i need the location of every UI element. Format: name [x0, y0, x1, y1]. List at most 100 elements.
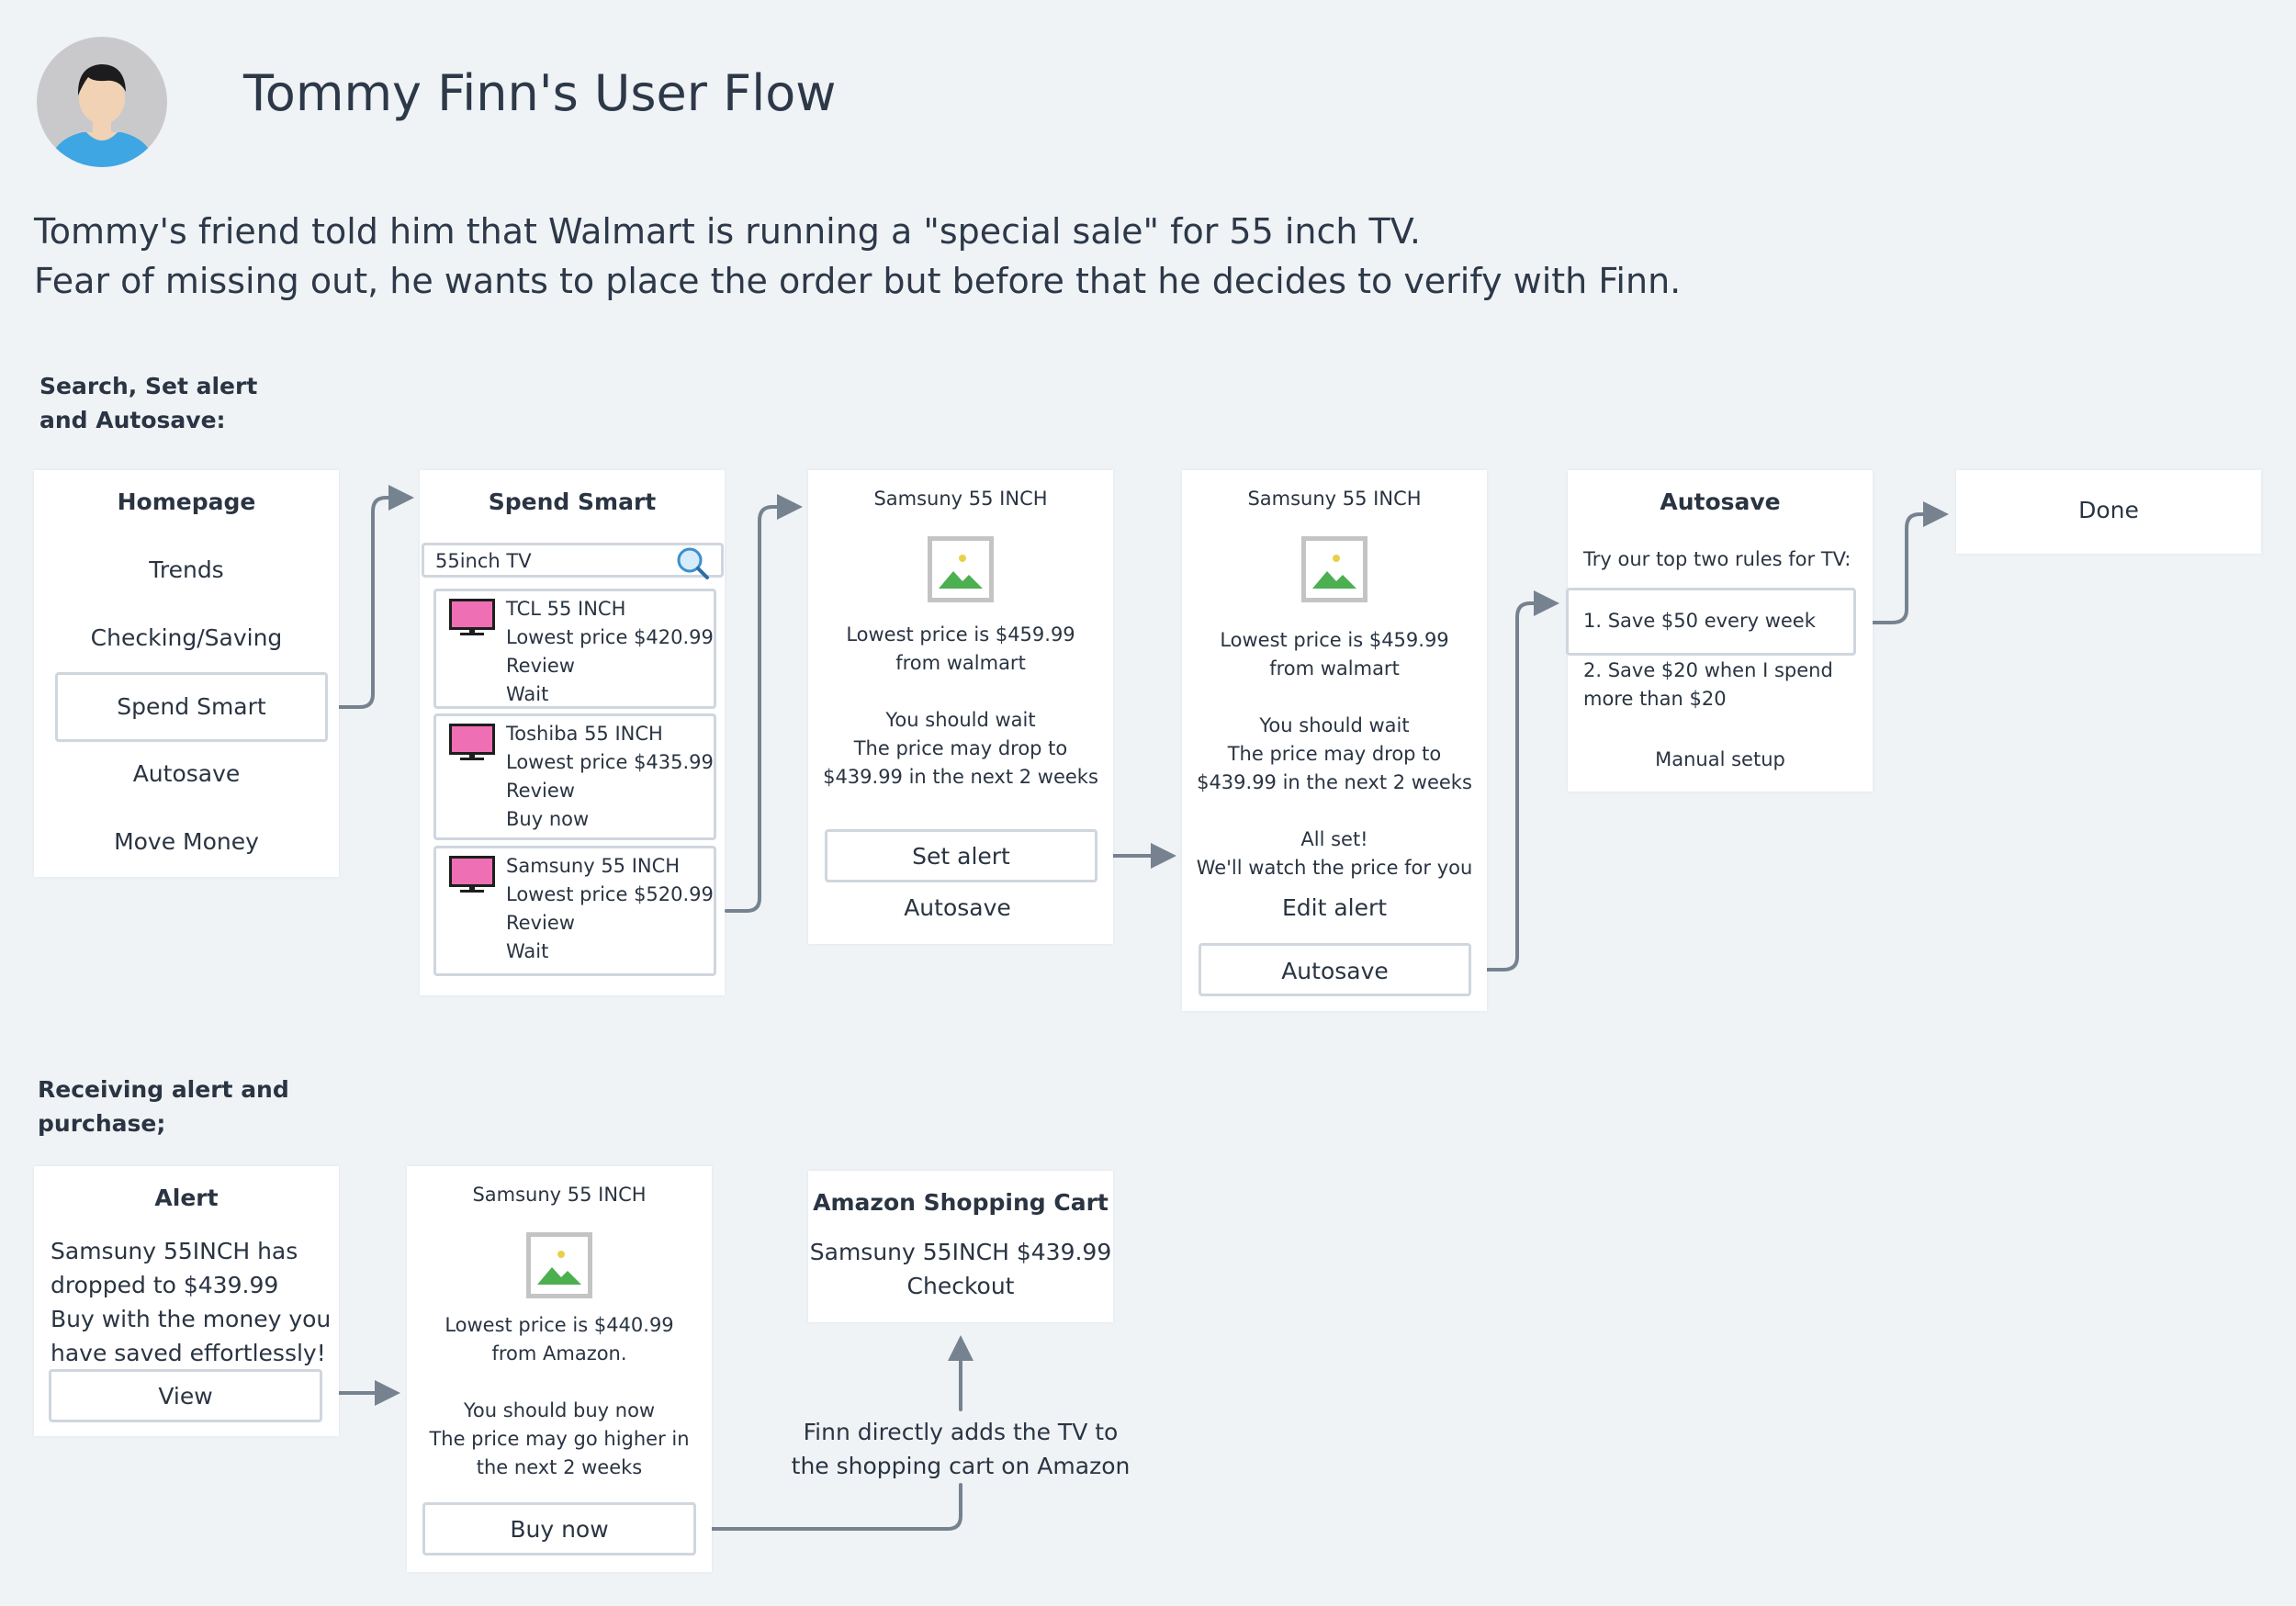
- image-placeholder-icon: [928, 536, 994, 602]
- arrow-homepage-to-spend-smart: [336, 485, 414, 709]
- search-input[interactable]: 55inch TV: [422, 543, 724, 581]
- flow-note: Finn directly adds the TV to the shoppin…: [777, 1415, 1144, 1483]
- autosave-title: Autosave: [1660, 489, 1781, 515]
- arrow-buy-now-to-note: [704, 1483, 962, 1531]
- spend-smart-title: Spend Smart: [488, 489, 657, 515]
- set-alert-button[interactable]: Set alert: [825, 829, 1097, 882]
- alert-card: Alert Samsuny 55INCH has dropped to $439…: [34, 1166, 339, 1436]
- alert-message: Samsuny 55INCH has dropped to $439.99 Bu…: [51, 1234, 331, 1370]
- price-line-2: from Amazon.: [491, 1342, 627, 1365]
- result-review: Review: [506, 912, 575, 934]
- price-line-1: Lowest price is $440.99: [445, 1314, 674, 1336]
- result-item-toshiba[interactable]: Toshiba 55 INCH Lowest price $435.99 Rev…: [433, 713, 716, 840]
- section-heading-search-line-2: and Autosave:: [39, 407, 226, 433]
- intro-line-1: Tommy's friend told him that Walmart is …: [34, 211, 1421, 252]
- alert-line-4: have saved effortlessly!: [51, 1340, 326, 1366]
- autosave-card: Autosave Try our top two rules for TV: 1…: [1566, 470, 1873, 792]
- arrow-spend-smart-to-detail: [725, 494, 803, 913]
- search-input-value: 55inch TV: [435, 550, 532, 572]
- product-detail-alert-set-card: Samsuny 55 INCH Lowest price is $459.99 …: [1182, 470, 1487, 1011]
- result-name: Toshiba 55 INCH: [506, 723, 663, 745]
- cart-title: Amazon Shopping Cart: [813, 1189, 1109, 1216]
- result-price: Lowest price $520.99: [506, 883, 714, 905]
- autosave-button-label: Autosave: [1281, 958, 1389, 984]
- tv-icon: [449, 599, 495, 635]
- product-detail-title: Samsuny 55 INCH: [873, 488, 1048, 510]
- homepage-card: Homepage Trends Checking/Saving Spend Sm…: [34, 470, 339, 877]
- advice-line-1: You should wait: [1259, 714, 1410, 736]
- arrow-rule-to-done: [1856, 501, 1949, 624]
- nav-item-autosave[interactable]: Autosave: [132, 760, 241, 787]
- tv-icon: [449, 856, 495, 893]
- user-avatar: [37, 37, 167, 171]
- price-line-2: from walmart: [1269, 657, 1400, 679]
- advice-line-3: $439.99 in the next 2 weeks: [1197, 771, 1472, 793]
- price-line-2: from walmart: [895, 652, 1026, 674]
- manual-setup-link[interactable]: Manual setup: [1655, 748, 1785, 770]
- autosave-rule-2-line-2: more than $20: [1583, 688, 1727, 710]
- autosave-rule-2-line-1: 2. Save $20 when I spend: [1583, 659, 1833, 681]
- alert-title: Alert: [154, 1185, 219, 1211]
- section-heading-search-line-1: Search, Set alert: [39, 373, 258, 399]
- intro-line-2: Fear of missing out, he wants to place t…: [34, 261, 1682, 301]
- nav-item-move-money[interactable]: Move Money: [114, 828, 259, 855]
- advice-line-3: $439.99 in the next 2 weeks: [823, 766, 1098, 788]
- tv-icon: [449, 724, 495, 760]
- nav-item-spend-smart[interactable]: Spend Smart: [55, 672, 328, 742]
- confirm-line-1: All set!: [1300, 828, 1368, 850]
- advice-line-3: the next 2 weeks: [476, 1456, 643, 1478]
- autosave-button[interactable]: Autosave: [1199, 943, 1471, 996]
- flow-note-line-2: the shopping cart on Amazon: [791, 1453, 1131, 1479]
- product-detail-title: Samsuny 55 INCH: [1247, 488, 1422, 510]
- product-detail-card: Samsuny 55 INCH Lowest price is $459.99 …: [808, 470, 1113, 944]
- cart-item: Samsuny 55INCH $439.99: [809, 1239, 1112, 1265]
- alert-line-2: dropped to $439.99: [51, 1272, 279, 1298]
- advice-line-1: You should buy now: [463, 1399, 656, 1421]
- done-label: Done: [2078, 497, 2139, 523]
- section-heading-receive-line-2: purchase;: [38, 1110, 166, 1137]
- section-heading-search: Search, Set alert and Autosave:: [39, 369, 257, 437]
- image-placeholder-icon: [1301, 536, 1367, 602]
- autosave-rule-1[interactable]: 1. Save $50 every week: [1566, 588, 1856, 656]
- autosave-link[interactable]: Autosave: [904, 894, 1011, 921]
- section-heading-receive-line-1: Receiving alert and: [38, 1076, 289, 1103]
- flow-note-line-1: Finn directly adds the TV to: [803, 1419, 1119, 1445]
- buy-now-label: Buy now: [510, 1516, 609, 1543]
- view-button-label: View: [158, 1383, 213, 1409]
- search-icon[interactable]: [674, 545, 711, 581]
- section-heading-receive: Receiving alert and purchase;: [38, 1073, 289, 1140]
- user-avatar-icon: [37, 37, 167, 167]
- image-placeholder-icon: [526, 1232, 592, 1298]
- buy-now-button[interactable]: Buy now: [422, 1502, 696, 1555]
- page-title: Tommy Finn's User Flow: [243, 64, 837, 122]
- result-item-tcl[interactable]: TCL 55 INCH Lowest price $420.99 Review …: [433, 589, 716, 709]
- confirm-line-2: We'll watch the price for you: [1196, 857, 1473, 879]
- autosave-rule-2[interactable]: 2. Save $20 when I spend more than $20: [1583, 657, 1833, 713]
- nav-item-spend-smart-label: Spend Smart: [117, 693, 266, 720]
- set-alert-label: Set alert: [912, 843, 1010, 870]
- homepage-title: Homepage: [117, 489, 256, 515]
- nav-item-checking-saving[interactable]: Checking/Saving: [90, 624, 283, 651]
- result-price: Lowest price $435.99: [506, 751, 714, 773]
- price-line-1: Lowest price is $459.99: [846, 623, 1075, 646]
- nav-item-trends[interactable]: Trends: [149, 556, 224, 583]
- done-card[interactable]: Done: [1956, 470, 2261, 554]
- arrow-autosave-to-rules: [1480, 590, 1559, 971]
- edit-alert-link[interactable]: Edit alert: [1281, 894, 1388, 921]
- result-advice: Wait: [506, 940, 549, 962]
- result-price: Lowest price $420.99: [506, 626, 714, 648]
- result-item-samsuny[interactable]: Samsuny 55 INCH Lowest price $520.99 Rev…: [433, 846, 716, 976]
- alert-line-3: Buy with the money you: [51, 1306, 332, 1332]
- result-review: Review: [506, 780, 575, 802]
- price-line-1: Lowest price is $459.99: [1220, 629, 1449, 651]
- result-review: Review: [506, 655, 575, 677]
- alert-line-1: Samsuny 55INCH has: [51, 1238, 298, 1264]
- result-name: Samsuny 55 INCH: [506, 855, 681, 877]
- view-button[interactable]: View: [49, 1369, 322, 1422]
- advice-line-2: The price may drop to: [1227, 743, 1442, 765]
- advice-line-1: You should wait: [885, 709, 1036, 731]
- result-name: TCL 55 INCH: [506, 598, 626, 620]
- checkout-link[interactable]: Checkout: [906, 1273, 1015, 1299]
- autosave-intro: Try our top two rules for TV:: [1583, 548, 1851, 570]
